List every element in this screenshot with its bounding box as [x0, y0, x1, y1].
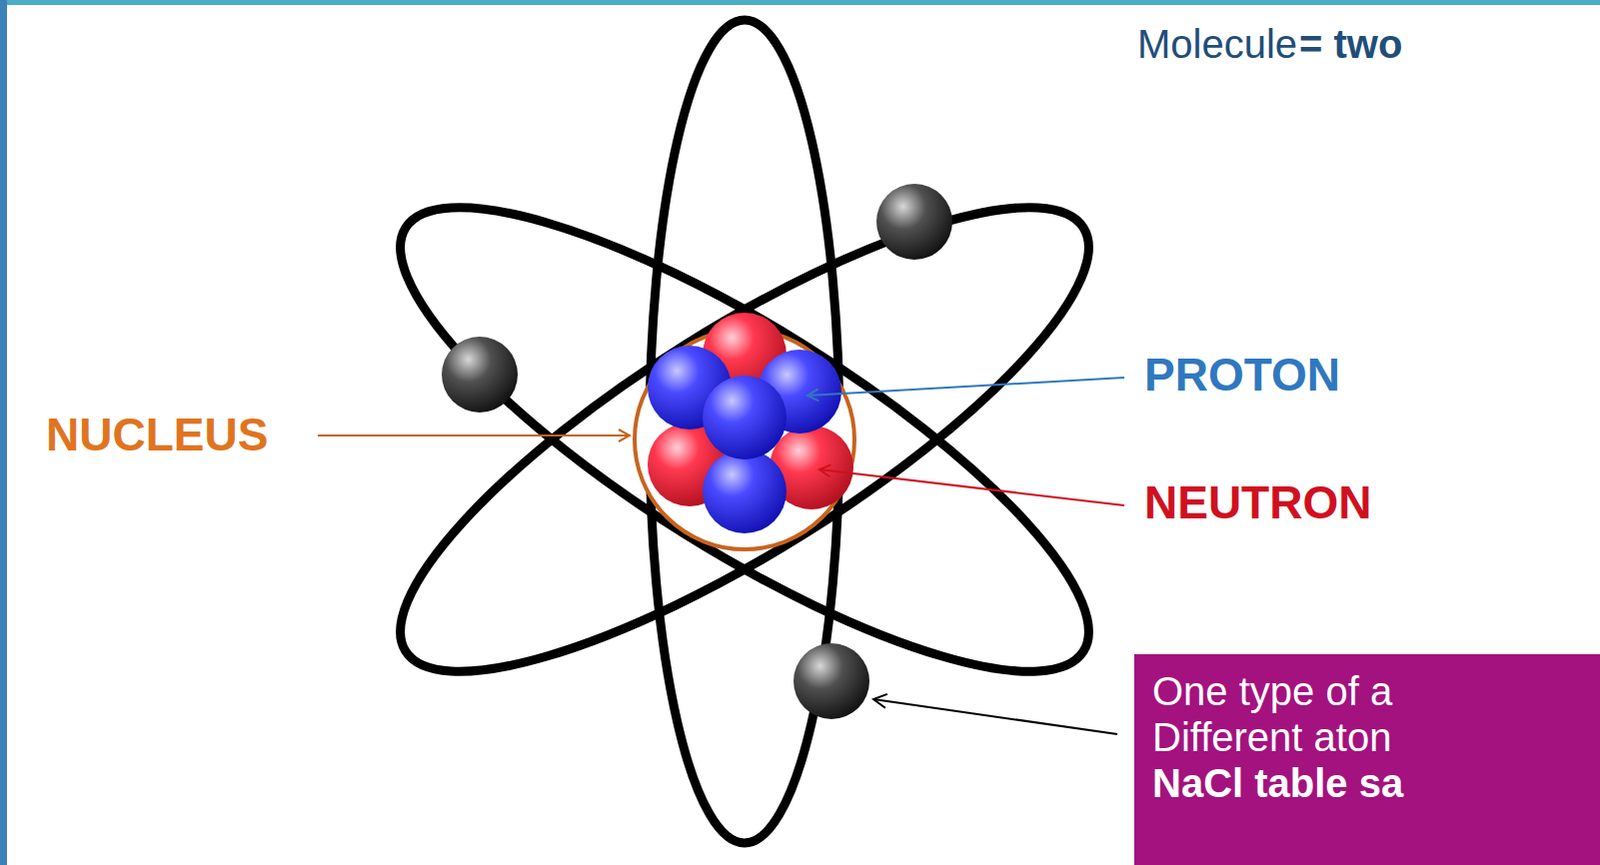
part-name: NEUTRON [1144, 477, 1372, 529]
nucleus-leader [317, 434, 630, 437]
proton-leader [807, 377, 1125, 396]
orbit-paths [345, 19, 1143, 844]
frame-top-bar [0, 0, 1600, 5]
heading-text: Molecule [1137, 21, 1298, 66]
electron-leader [873, 699, 1118, 735]
nucleus-particles [647, 312, 854, 534]
callout-text: NaCl table sa [1152, 760, 1589, 807]
callout-box: One type of aDifferent atonNaCl table sa [1134, 654, 1600, 865]
heading-text: = two [1299, 21, 1403, 66]
electrons [441, 183, 953, 720]
neutron-leader [819, 469, 1125, 506]
callout-text: One type of a [1152, 668, 1589, 715]
callout-text: Different aton [1152, 714, 1589, 761]
part-name: PROTON [1144, 349, 1341, 401]
frame-left-bar [0, 0, 7, 865]
part-name: NUCLEUS [45, 409, 268, 461]
